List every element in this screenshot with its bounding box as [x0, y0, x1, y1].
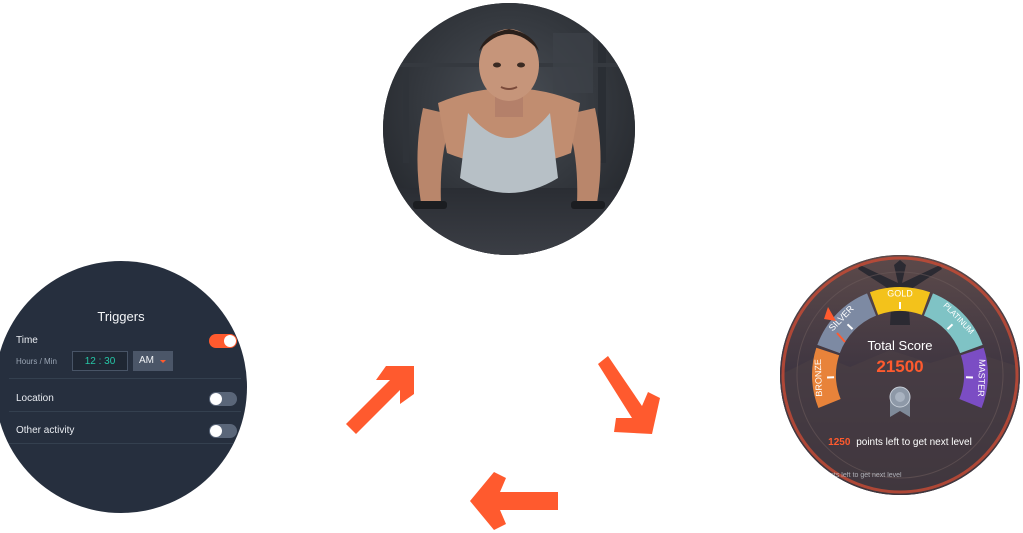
- level-segment-bronze: [812, 347, 841, 408]
- toggle-knob: [210, 393, 222, 405]
- chevron-down-icon: [160, 360, 166, 363]
- location-toggle[interactable]: [209, 392, 237, 406]
- level-label-bronze: BRONZE: [813, 359, 824, 397]
- divider: [9, 378, 241, 379]
- triggers-title: Triggers: [97, 309, 145, 324]
- level-tick: [946, 323, 954, 330]
- location-label: Location: [16, 393, 54, 404]
- time-input[interactable]: 12 : 30: [72, 351, 128, 371]
- level-tick: [846, 323, 854, 330]
- divider: [9, 411, 241, 412]
- points-left-line: 1250 points left to get next level: [828, 437, 972, 448]
- level-label-gold: GOLD: [887, 288, 913, 298]
- divider: [9, 443, 241, 444]
- time-toggle[interactable]: [209, 334, 237, 348]
- arrow-down-right-icon: [598, 356, 660, 434]
- level-segment-silver: [817, 293, 877, 354]
- level-label-master: MASTER: [976, 359, 987, 397]
- ghost-points-text: nts left to get next level: [830, 472, 902, 479]
- toggle-knob: [224, 335, 236, 347]
- badge-icon: [889, 386, 911, 417]
- points-left-value: 1250: [828, 437, 851, 448]
- total-score-label: Total Score: [867, 338, 932, 353]
- ampm-value: AM: [139, 355, 154, 366]
- arrow-up-right-icon: [346, 366, 414, 434]
- other-activity-label: Other activity: [16, 425, 75, 436]
- progress-tick: [836, 332, 846, 343]
- level-segment-gold: [869, 287, 931, 315]
- other-activity-toggle[interactable]: [209, 424, 237, 438]
- pushup-man-image: [383, 3, 635, 255]
- time-label: Time: [16, 335, 38, 346]
- level-segment-platinum: [923, 293, 983, 354]
- arrow-left-icon: [470, 472, 558, 530]
- time-sub-label: Hours / Min: [16, 357, 57, 366]
- level-segment-master: [959, 347, 988, 408]
- current-level-marker: [824, 307, 836, 321]
- total-score-value: 21500: [876, 357, 923, 376]
- points-left-text: points left to get next level: [856, 437, 972, 448]
- triggers-watch-screen: Triggers Time Hours / Min 12 : 30 AM Loc…: [0, 261, 247, 513]
- ampm-select[interactable]: AM: [133, 351, 173, 371]
- workout-photo: [383, 3, 635, 255]
- toggle-knob: [210, 425, 222, 437]
